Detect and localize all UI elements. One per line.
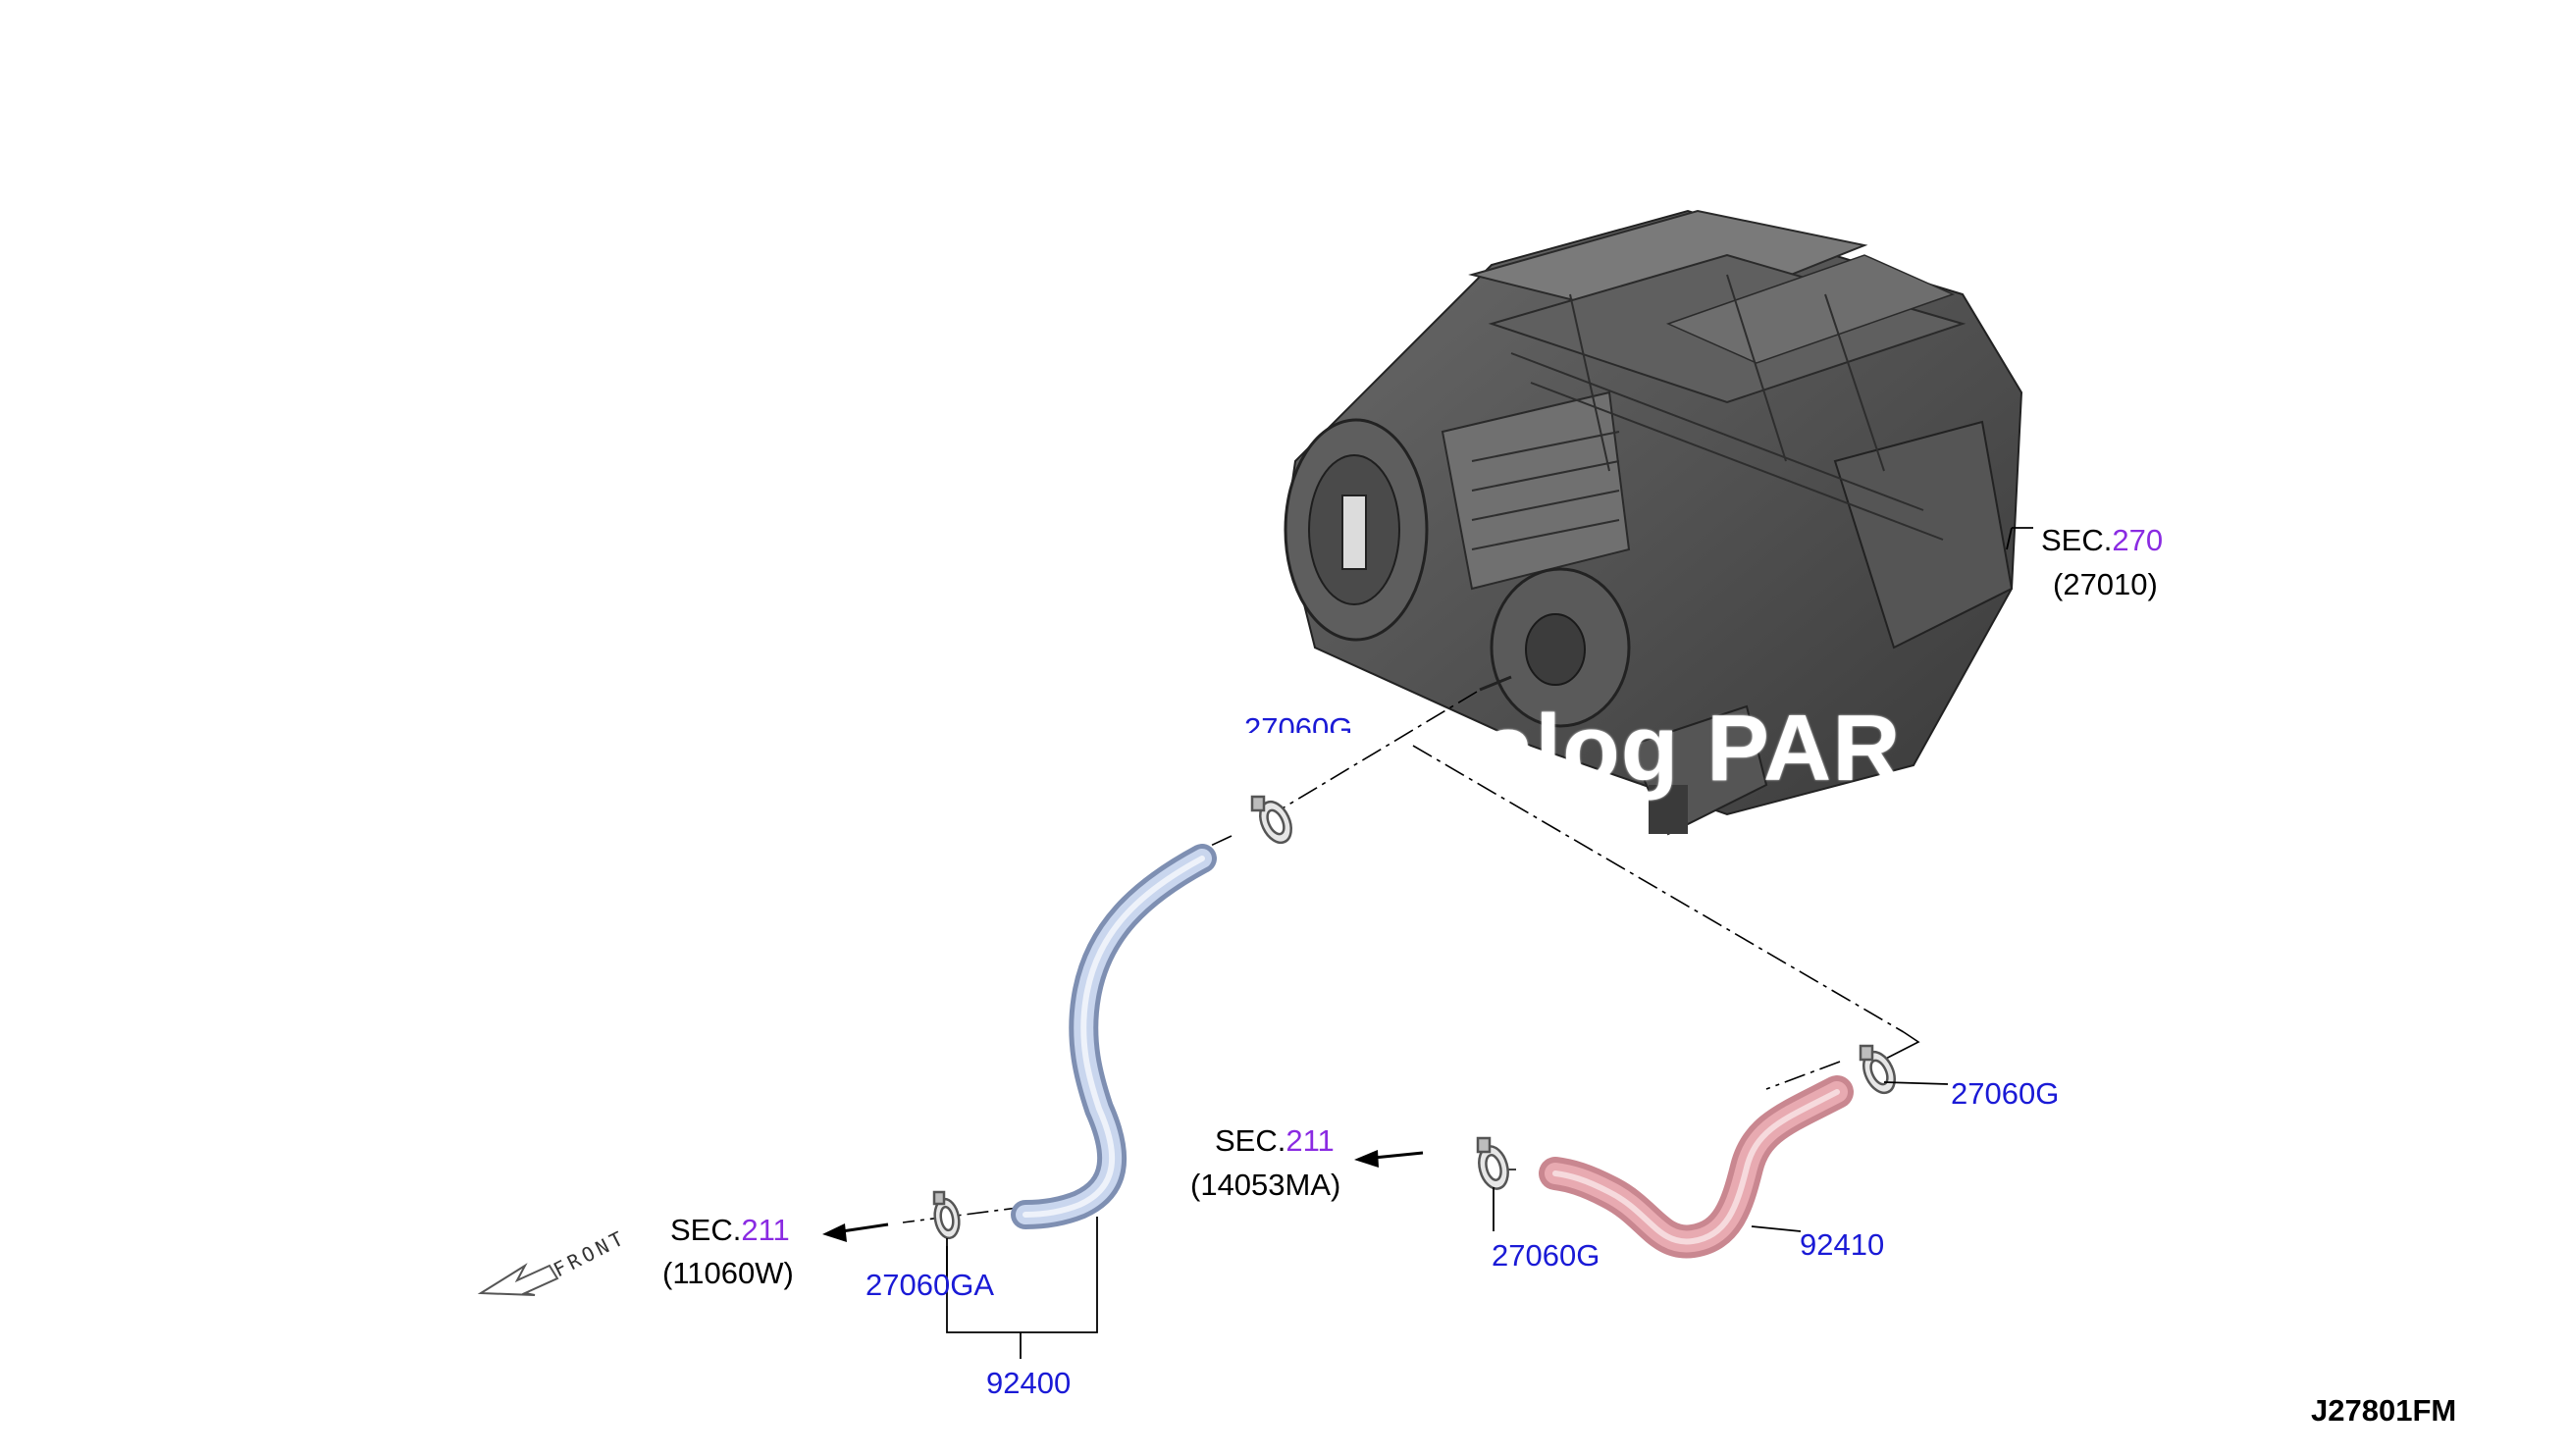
- heater-hose-92410: [1539, 1075, 1854, 1259]
- hose-clamp-mid: [1476, 1136, 1509, 1190]
- hose-clamp-top: [1250, 795, 1292, 845]
- outlet-mid-reference: (14053MA): [1190, 1168, 1341, 1202]
- outlet-mid-section-callout[interactable]: SEC.211: [1215, 1123, 1335, 1159]
- section-number[interactable]: 211: [741, 1213, 790, 1247]
- outlet-left-reference: (11060W): [662, 1256, 794, 1290]
- front-direction-icon: [477, 1263, 559, 1296]
- outlet-left-section-callout[interactable]: SEC.211: [670, 1213, 790, 1248]
- section-prefix: SEC.: [2041, 523, 2113, 557]
- diagram-code: J27801FM: [2311, 1393, 2457, 1428]
- part-number-clamp-mid[interactable]: 27060G: [1492, 1238, 1600, 1273]
- section-prefix: SEC.: [670, 1213, 742, 1247]
- part-number-hose-blue[interactable]: 92400: [986, 1366, 1072, 1400]
- centre-line-corner: [1873, 1031, 1920, 1066]
- heater-unit-reference: (27010): [2053, 567, 2158, 601]
- heater-hose-92400: [1011, 844, 1217, 1229]
- section-number[interactable]: 211: [1285, 1123, 1335, 1158]
- heater-unit-section-callout[interactable]: SEC.270: [2041, 523, 2163, 558]
- part-number-hose-red[interactable]: 92410: [1800, 1227, 1885, 1262]
- part-number-clamp-right[interactable]: 27060G: [1951, 1076, 2060, 1111]
- hose-clamp-left: [932, 1190, 961, 1240]
- outlet-arrows: [822, 1150, 1424, 1242]
- leader-lines: [946, 527, 2033, 1359]
- part-number-clamp-left[interactable]: 27060GA: [865, 1268, 994, 1302]
- centre-lines: [902, 691, 1905, 1223]
- section-number[interactable]: 270: [2112, 523, 2164, 557]
- heater-unit-assembly: [1284, 209, 2023, 836]
- watermark: alog PAR: [1482, 696, 1902, 801]
- part-number-clamp-top[interactable]: 27060G: [1244, 711, 1353, 746]
- section-prefix: SEC.: [1215, 1123, 1286, 1158]
